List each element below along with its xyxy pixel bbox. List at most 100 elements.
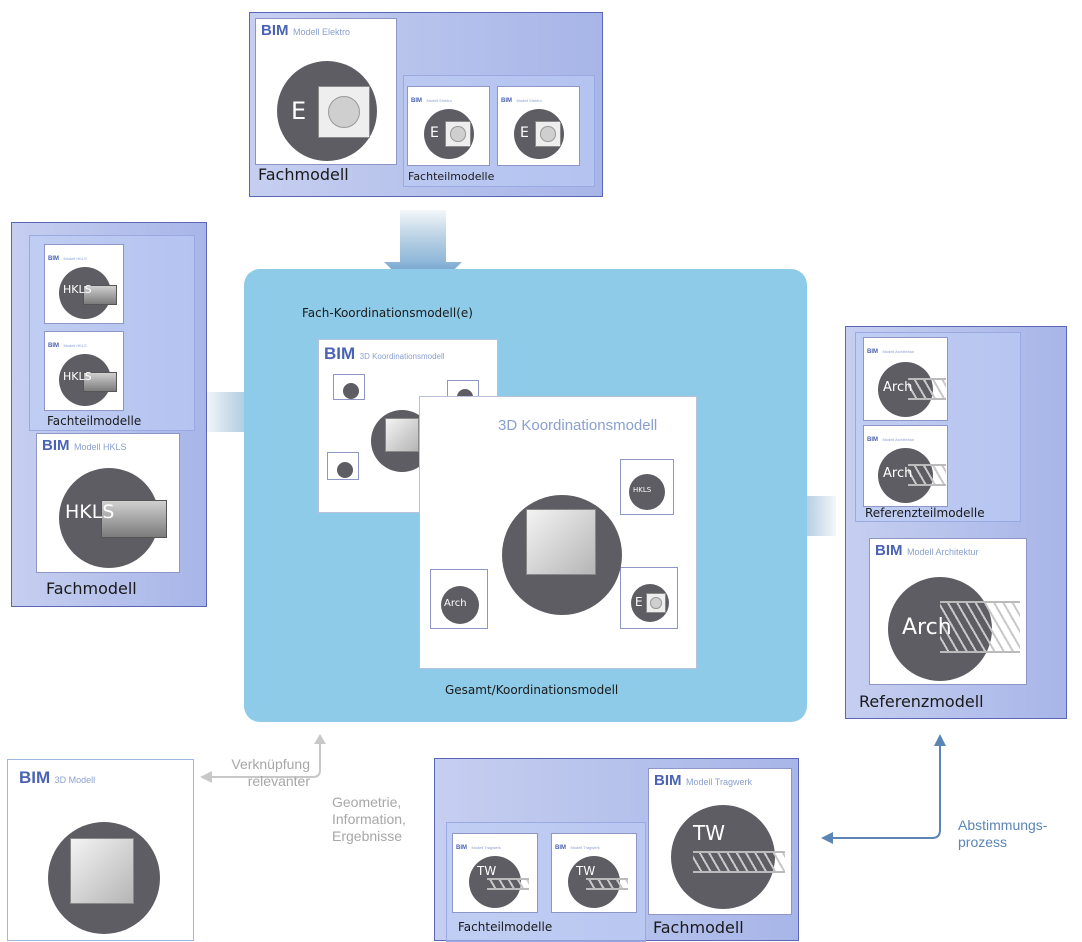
bim-label: BIM xyxy=(875,542,903,559)
tragwerk-main-card: BIM Modell Tragwerk TW xyxy=(648,768,792,915)
card-subtitle: Modell Tragwerk xyxy=(685,777,752,787)
elektro-fachmodell-panel: BIM Modell Elektro E Fachmodell BIM Mode… xyxy=(249,12,603,197)
bim-label: BIM xyxy=(654,772,682,789)
arch-letter: Arch xyxy=(902,615,952,640)
hkls-fachteilmodelle-group: BIM Modell HKLS HKLS BIM Modell HKLS HKL… xyxy=(29,235,195,431)
truss-icon xyxy=(693,851,785,873)
elektro-fachmodell-label: Fachmodell xyxy=(258,165,349,184)
building-icon xyxy=(526,509,596,575)
connector-grey-arrow-left xyxy=(200,771,212,783)
model-3d-card: BIM 3D Modell xyxy=(7,759,194,941)
arch-main-card: BIM Modell Architektur Arch xyxy=(869,538,1027,685)
tragwerk-fachmodell-label: Fachmodell xyxy=(653,918,744,937)
verknuepfung-note: Verknüpfung relevanter xyxy=(209,756,310,790)
abst-line-2: prozess xyxy=(958,834,1008,850)
arch-sub-card-1: BIM Modell Architektur Arch xyxy=(863,337,948,421)
bim-label: BIM xyxy=(456,845,467,851)
truss-icon xyxy=(487,878,529,890)
arch-referenzteilmodelle-label: Referenzteilmodelle xyxy=(865,506,985,520)
bim-label: BIM xyxy=(501,98,512,104)
connector-blue-arrow-up xyxy=(934,734,946,746)
elektro-fachteilmodelle-label: Fachteilmodelle xyxy=(408,170,495,183)
connector-grey-arrow-up xyxy=(314,734,326,744)
arch-referenzteilmodelle-group: BIM Modell Architektur Arch BIM Modell A… xyxy=(855,332,1021,522)
card-subtitle: 3D Modell xyxy=(54,775,96,785)
mini-model-card xyxy=(333,374,365,400)
arch-sub-letter: Arch xyxy=(883,380,913,395)
model-3d-header: BIM 3D Modell xyxy=(19,768,95,788)
hkls-letter: HKLS xyxy=(65,501,115,523)
hkls-card-header: BIM Modell HKLS xyxy=(42,437,126,455)
tragwerk-sub-card-2: BIM Modell Tragwerk TW xyxy=(551,833,637,913)
hkls-sub-letter: HKLS xyxy=(63,283,92,296)
connector-grey xyxy=(212,735,321,778)
elektro-letter: E xyxy=(291,97,307,125)
building-icon xyxy=(70,838,134,904)
bim-label: BIM xyxy=(867,349,878,355)
bim-label: BIM xyxy=(42,437,70,454)
card-subtitle: Modell Architektur xyxy=(882,437,915,442)
card-subtitle: Modell HKLS xyxy=(63,343,87,348)
mini-model-card xyxy=(327,452,359,480)
card-subtitle: Modell Tragwerk xyxy=(471,845,501,850)
elektro-card-header: BIM Modell Elektro xyxy=(261,22,350,40)
mini-hkls-card: HKLS xyxy=(620,459,674,515)
socket-icon xyxy=(646,593,666,613)
fach-koordinationsmodell-label: Fach-Koordinationsmodell(e) xyxy=(302,306,473,320)
bim-label: BIM xyxy=(261,22,289,39)
elektro-mini-letter: E xyxy=(635,595,643,609)
tragwerk-sub-letter: TW xyxy=(477,864,497,878)
elektro-sub-letter: E xyxy=(520,125,529,141)
elektro-fachteilmodelle-group: BIM Modell Elektro E BIM Modell Elektro … xyxy=(403,75,595,187)
socket-icon xyxy=(318,86,370,138)
duct-icon xyxy=(101,500,167,538)
verknuepfung-line-2: relevanter xyxy=(247,773,310,789)
connector-blue-arrow-left xyxy=(821,832,833,844)
socket-icon xyxy=(535,121,561,147)
arch-sub-letter: Arch xyxy=(883,466,913,481)
tragwerk-fachteilmodelle-label: Fachteilmodelle xyxy=(458,920,553,934)
gesamt-koordinationsmodell-label: Gesamt/Koordinationsmodell xyxy=(445,683,619,697)
elektro-sub-card-1: BIM Modell Elektro E xyxy=(407,86,490,166)
bim-label: BIM xyxy=(411,98,422,104)
arch-sub-card-2: BIM Modell Architektur Arch xyxy=(863,425,948,507)
tragwerk-sub-card-1: BIM Modell Tragwerk TW xyxy=(452,833,538,913)
geo-line-1: Geometrie, xyxy=(332,794,402,810)
elektro-sub-letter: E xyxy=(430,125,439,141)
connector-blue xyxy=(833,736,941,839)
duct-icon xyxy=(83,372,117,392)
hkls-mini-letter: HKLS xyxy=(633,486,652,494)
building-facade-icon xyxy=(908,378,946,400)
bim-label: BIM xyxy=(48,343,59,349)
tragwerk-letter: TW xyxy=(693,821,725,845)
mini-elektro-card: E xyxy=(620,567,678,629)
large-coordination-card: 3D Koordinationsmodell HKLS Arch E xyxy=(419,396,697,669)
card-subtitle: Modell Tragwerk xyxy=(570,845,600,850)
tragwerk-fachmodell-panel: BIM Modell Tragwerk TW BIM Modell Tragwe… xyxy=(434,758,799,942)
building-facade-icon xyxy=(908,464,946,486)
socket-icon xyxy=(445,121,471,147)
building-facade-icon xyxy=(940,601,1020,653)
tragwerk-fachteilmodelle-group: BIM Modell Tragwerk TW BIM Modell Tragwe… xyxy=(446,822,646,942)
building-icon xyxy=(385,418,419,452)
hkls-main-card: BIM Modell HKLS HKLS xyxy=(36,433,180,573)
elektro-sub-card-2: BIM Modell Elektro E xyxy=(497,86,580,166)
hkls-fachmodell-panel: BIM Modell HKLS HKLS BIM Modell HKLS HKL… xyxy=(11,222,207,607)
abst-line-1: Abstimmungs- xyxy=(958,817,1048,833)
verknuepfung-line-1: Verknüpfung xyxy=(231,756,310,772)
bim-label: BIM xyxy=(324,344,356,363)
card-subtitle: Modell Elektro xyxy=(426,98,452,103)
hkls-fachteilmodelle-label: Fachteilmodelle xyxy=(47,414,142,428)
arch-referenzmodell-panel: BIM Modell Architektur Arch BIM Modell A… xyxy=(845,326,1067,719)
mini-arch-card: Arch xyxy=(430,569,488,629)
card-subtitle: Modell Elektro xyxy=(516,98,542,103)
hkls-fachmodell-label: Fachmodell xyxy=(46,579,137,598)
large-card-title: 3D Koordinationsmodell xyxy=(498,417,658,434)
bim-label: BIM xyxy=(48,256,59,262)
card-subtitle: Modell HKLS xyxy=(73,442,127,452)
arch-referenzmodell-label: Referenzmodell xyxy=(859,692,984,711)
duct-icon xyxy=(83,285,117,305)
hkls-sub-card-2: BIM Modell HKLS HKLS xyxy=(44,331,124,411)
geometrie-note: Geometrie, Information, Ergebnisse xyxy=(332,794,406,845)
bim-label: BIM xyxy=(867,437,878,443)
